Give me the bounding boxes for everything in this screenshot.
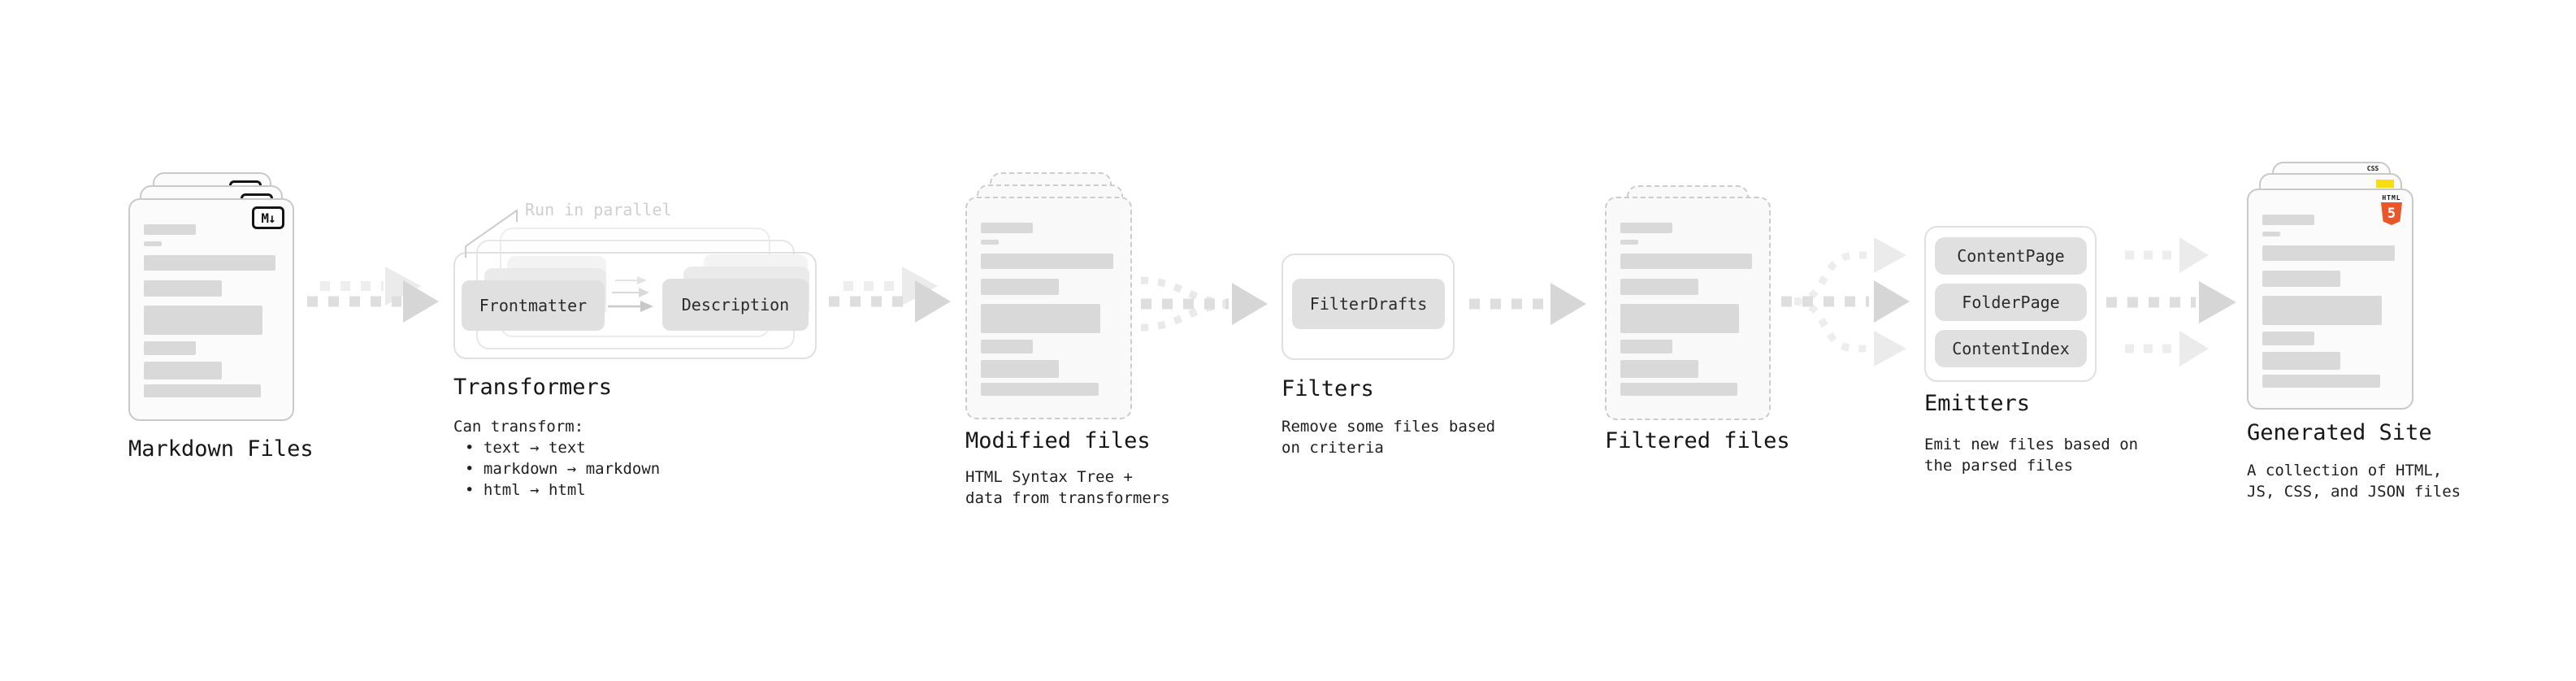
placeholder-bar (981, 304, 1100, 333)
transformer-frame-front (453, 252, 817, 359)
placeholder-bar (1620, 340, 1672, 354)
stage-title-transformers: Transformers (453, 375, 613, 400)
note-line: data from transformers (965, 489, 1170, 507)
file-content-placeholder (967, 198, 1130, 418)
note-line: Emit new files based on (1924, 436, 2139, 453)
stage-title-filtered-files: Filtered files (1605, 428, 1790, 453)
note-line: the parsed files (1924, 457, 2074, 475)
html5-icon: HTML 5 (2379, 194, 2404, 225)
placeholder-bar (981, 340, 1034, 354)
note-line: Can transform: (453, 418, 584, 436)
placeholder-bar (2262, 232, 2281, 236)
note-line: • text → text (465, 439, 586, 457)
folderpage-chip: FolderPage (1935, 284, 2087, 321)
html5-icon-number: 5 (2387, 206, 2396, 222)
note-line: on criteria (1281, 439, 1384, 457)
note-line: • html → html (465, 481, 586, 499)
placeholder-bar (981, 254, 1113, 269)
note-line: Remove some files based (1281, 418, 1496, 436)
contentpage-chip: ContentPage (1935, 237, 2087, 275)
placeholder-bar (144, 241, 162, 246)
placeholder-bar (2262, 375, 2380, 388)
stage-title-emitters: Emitters (1924, 391, 2031, 416)
placeholder-bar (2262, 296, 2382, 325)
placeholder-bar (144, 306, 262, 335)
arrow-filters-to-filtered (1469, 283, 1586, 325)
placeholder-bar (1620, 304, 1739, 333)
placeholder-bar (1620, 360, 1698, 378)
generated-site-note: A collection of HTML, JS, CSS, and JSON … (2247, 460, 2461, 502)
arrow-modified-to-filters (1140, 276, 1268, 332)
arrow-markdown-to-transformers (307, 267, 439, 323)
stage-title-modified-files: Modified files (965, 428, 1151, 453)
filterdrafts-chip: FilterDrafts (1292, 279, 1445, 329)
transformers-note: Can transform: • text → text • markdown … (453, 416, 660, 501)
note-line: • markdown → markdown (465, 460, 661, 478)
placeholder-bar (1620, 383, 1737, 396)
placeholder-bar (1620, 223, 1672, 233)
placeholder-bar (2262, 245, 2395, 261)
placeholder-bar (2262, 271, 2341, 287)
frontmatter-chip: Frontmatter (462, 280, 605, 331)
placeholder-bar (144, 255, 275, 271)
placeholder-bar (981, 223, 1034, 233)
placeholder-bar (2262, 215, 2315, 225)
note-line: JS, CSS, and JSON files (2247, 483, 2461, 501)
html5-icon-shield: 5 (2381, 202, 2402, 225)
placeholder-bar (144, 224, 196, 235)
css-icon-label: CSS (2366, 165, 2379, 172)
markdown-file-card-front: M↓ (128, 198, 294, 421)
placeholder-bar (144, 384, 261, 397)
filters-frame (1281, 254, 1455, 360)
stage-title-generated-site: Generated Site (2247, 420, 2432, 445)
javascript-icon (2376, 180, 2394, 188)
arrow-emitters-to-generated (2106, 237, 2236, 367)
generated-file-card-front: HTML 5 (2247, 189, 2413, 410)
markdown-icon: M↓ (252, 206, 284, 229)
description-chip: Description (662, 279, 809, 331)
arrow-transformers-to-modified (829, 267, 951, 323)
placeholder-bar (981, 360, 1060, 378)
run-in-parallel-label: Run in parallel (525, 200, 672, 219)
note-line: HTML Syntax Tree + (965, 468, 1133, 486)
stage-title-markdown-files: Markdown Files (128, 436, 314, 462)
placeholder-bar (144, 280, 222, 297)
modified-file-card-front (965, 197, 1132, 419)
placeholder-bar (1620, 279, 1698, 295)
placeholder-bar (2262, 352, 2341, 370)
file-content-placeholder (130, 200, 293, 419)
modified-files-note: HTML Syntax Tree + data from transformer… (965, 466, 1170, 509)
contentindex-chip: ContentIndex (1935, 330, 2087, 367)
placeholder-bar (981, 240, 1000, 245)
placeholder-bar (1620, 240, 1638, 245)
placeholder-bar (144, 362, 222, 380)
placeholder-bar (981, 279, 1060, 295)
placeholder-bar (144, 341, 196, 355)
filters-note: Remove some files based on criteria (1281, 416, 1495, 458)
note-line: A collection of HTML, (2247, 462, 2443, 479)
file-content-placeholder (2249, 190, 2412, 408)
file-content-placeholder (1607, 198, 1769, 419)
stage-title-filters: Filters (1281, 376, 1374, 401)
arrow-filtered-to-emitters (1781, 237, 1910, 367)
html5-icon-label: HTML (2382, 194, 2401, 202)
placeholder-bar (2262, 332, 2315, 345)
placeholder-bar (1620, 254, 1752, 269)
placeholder-bar (981, 383, 1099, 396)
emitters-frame (1924, 226, 2097, 382)
emitters-note: Emit new files based on the parsed files (1924, 434, 2138, 476)
filtered-file-card-front (1605, 197, 1771, 420)
